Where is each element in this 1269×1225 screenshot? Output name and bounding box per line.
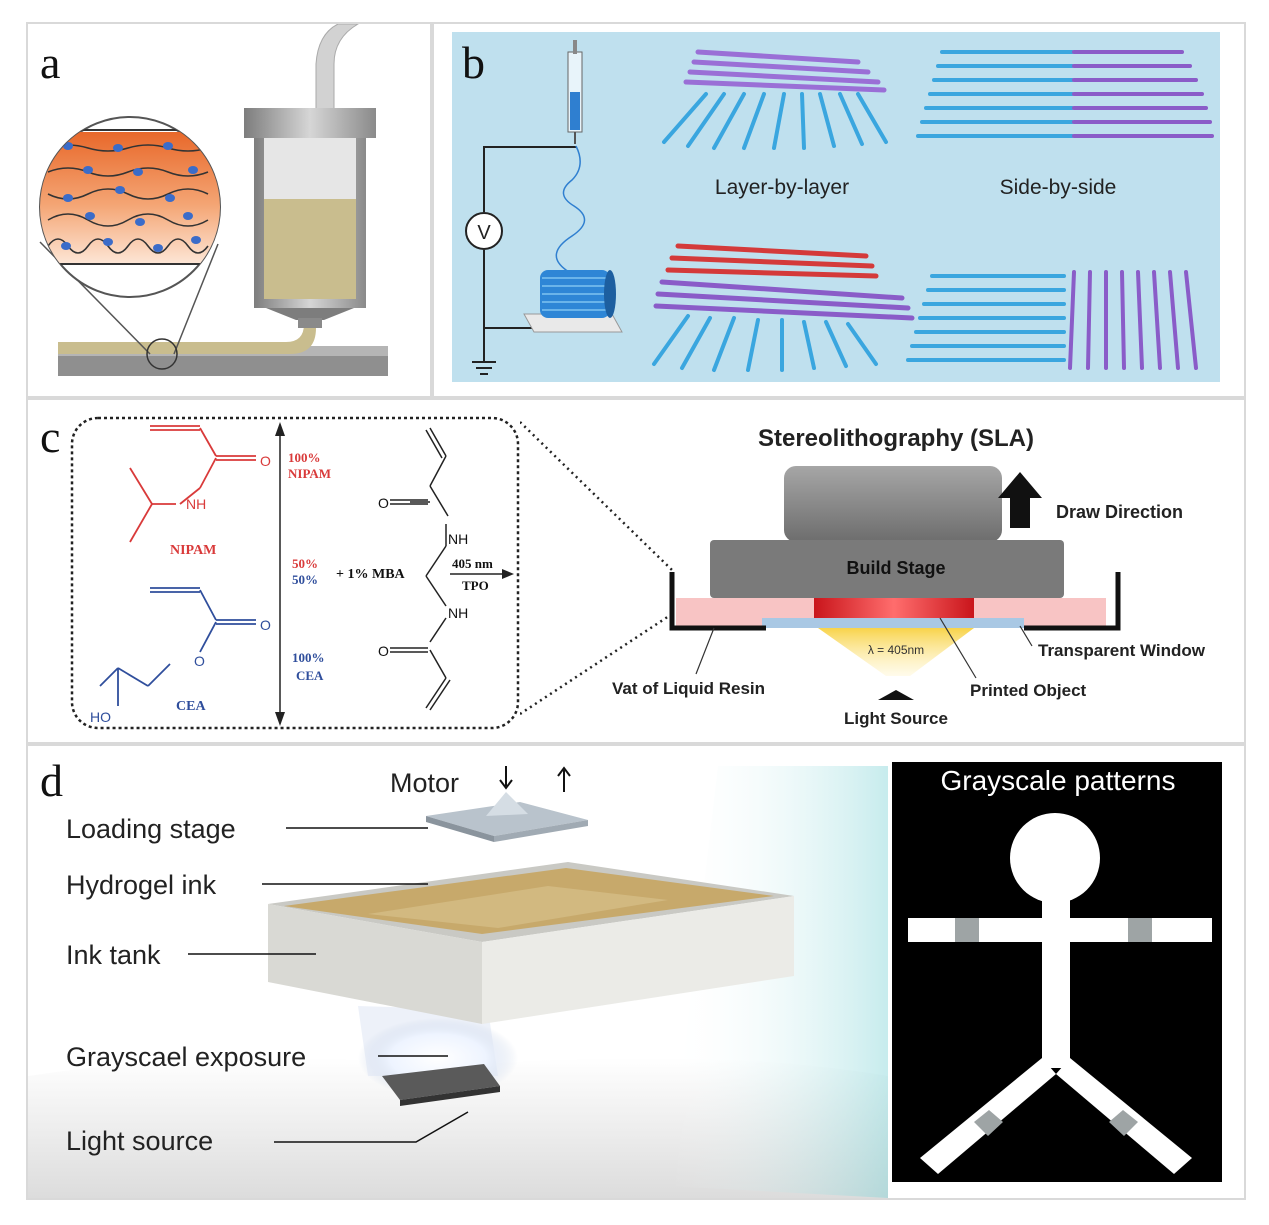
- feed-tube: [315, 24, 359, 111]
- motor-arrow-down: [499, 766, 513, 790]
- exposure-label: Grayscael exposure: [66, 1042, 306, 1072]
- transparent-window: [762, 618, 1024, 628]
- draw-direction-label: Draw Direction: [1056, 502, 1183, 522]
- ratio-100-nipam-name: NIPAM: [288, 466, 331, 481]
- vat-label: Vat of Liquid Resin: [612, 679, 765, 698]
- light-source-triangle: [878, 690, 914, 700]
- syringe-barrel: [244, 108, 376, 138]
- mba-label: + 1% MBA: [336, 567, 406, 582]
- ink-tank-front: [268, 904, 482, 1024]
- wavelength-beam-label: λ = 405nm: [868, 643, 924, 657]
- hydrogel-ink-label: Hydrogel ink: [66, 870, 217, 900]
- mba-nh-top: NH: [448, 531, 468, 547]
- grayscale-patterns-title: Grayscale patterns: [941, 765, 1176, 796]
- nipam-name: NIPAM: [170, 543, 216, 558]
- panel-a-label: a: [40, 37, 61, 88]
- ratio-50-cea: 50%: [292, 572, 318, 587]
- panel-b: [432, 22, 1246, 398]
- build-stage: [710, 540, 1064, 598]
- ink-tank-side: [482, 896, 794, 1024]
- motor-label: Motor: [390, 768, 459, 798]
- sla-title: Stereolithography (SLA): [758, 425, 1034, 452]
- stick-figure-pattern: [908, 813, 1212, 1174]
- panel-d-label: d: [40, 755, 63, 806]
- nipam-nh: NH: [186, 496, 206, 512]
- mba-o-top: O: [378, 495, 389, 511]
- nipam-o: O: [260, 453, 271, 469]
- layer-by-layer-2-layers: [662, 49, 888, 150]
- printed-object-body: [814, 598, 974, 618]
- panel-b-label: b: [462, 37, 485, 88]
- build-stage-label: Build Stage: [846, 558, 945, 578]
- electrospinning-illustration: V Layer-by-layer: [452, 32, 1220, 382]
- transparent-window-label: Transparent Window: [1038, 641, 1206, 660]
- ratio-100-cea-name: CEA: [296, 668, 324, 683]
- loading-stage-label: Loading stage: [66, 814, 236, 844]
- voltmeter: [465, 212, 503, 250]
- ratio-100-cea: 100%: [292, 650, 325, 665]
- zoom-lines: [520, 421, 673, 716]
- light-source-label: Light Source: [844, 709, 948, 728]
- ratio-50-nipam: 50%: [292, 556, 318, 571]
- side-by-side-2-materials: [916, 50, 1214, 138]
- panel-a: [26, 22, 432, 398]
- substrate: [58, 354, 388, 376]
- hydrogel-ink-fill: [264, 199, 356, 299]
- draw-direction-arrow: [998, 472, 1042, 528]
- cea-o-ester: O: [194, 653, 205, 669]
- grayscale-pattern: Grayscale patterns: [892, 762, 1222, 1182]
- cea-name: CEA: [176, 699, 206, 714]
- light-source-d-label: Light source: [66, 1126, 213, 1156]
- cea-o-carbonyl: O: [260, 617, 271, 633]
- sla-schematic: Stereolithography (SLA) Draw Direction B…: [612, 425, 1206, 728]
- wavelength-label: 405 nm: [452, 556, 493, 571]
- ratio-100-nipam: 100%: [288, 450, 321, 465]
- extrusion-printing-illustration: [39, 24, 388, 376]
- light-source-plate: [382, 1064, 500, 1100]
- stage-upper-block: [784, 466, 1002, 542]
- panel-c: [26, 398, 1246, 744]
- layer-by-layer-3-layers: [652, 243, 915, 372]
- panel-c-label: c: [40, 411, 61, 462]
- chemistry-scheme: O NH NIPAM O O HO CEA 100% NIPAM 50% 50%…: [70, 416, 520, 730]
- dlp-printer-illustration: Motor Loading stage Hydrogel ink Ink tan…: [28, 746, 888, 1198]
- loading-stage: [426, 802, 588, 836]
- panel-d: [26, 744, 1246, 1200]
- initiator-label: TPO: [462, 578, 489, 593]
- motor-arrow-up: [557, 766, 571, 792]
- ink-tank-label: Ink tank: [66, 940, 161, 970]
- extruded-filament: [58, 312, 316, 354]
- mba-o-bottom: O: [378, 643, 389, 659]
- voltmeter-symbol: V: [477, 222, 491, 244]
- label-side-by-side: Side-by-side: [1000, 176, 1117, 199]
- side-by-side-crossed: [906, 270, 1198, 370]
- mba-nh-bottom: NH: [448, 605, 468, 621]
- vat-walls: [669, 572, 1121, 631]
- cea-ho: HO: [90, 709, 111, 725]
- printed-object-label: Printed Object: [970, 681, 1087, 700]
- light-beam: [818, 628, 974, 676]
- label-layer-by-layer: Layer-by-layer: [715, 176, 849, 199]
